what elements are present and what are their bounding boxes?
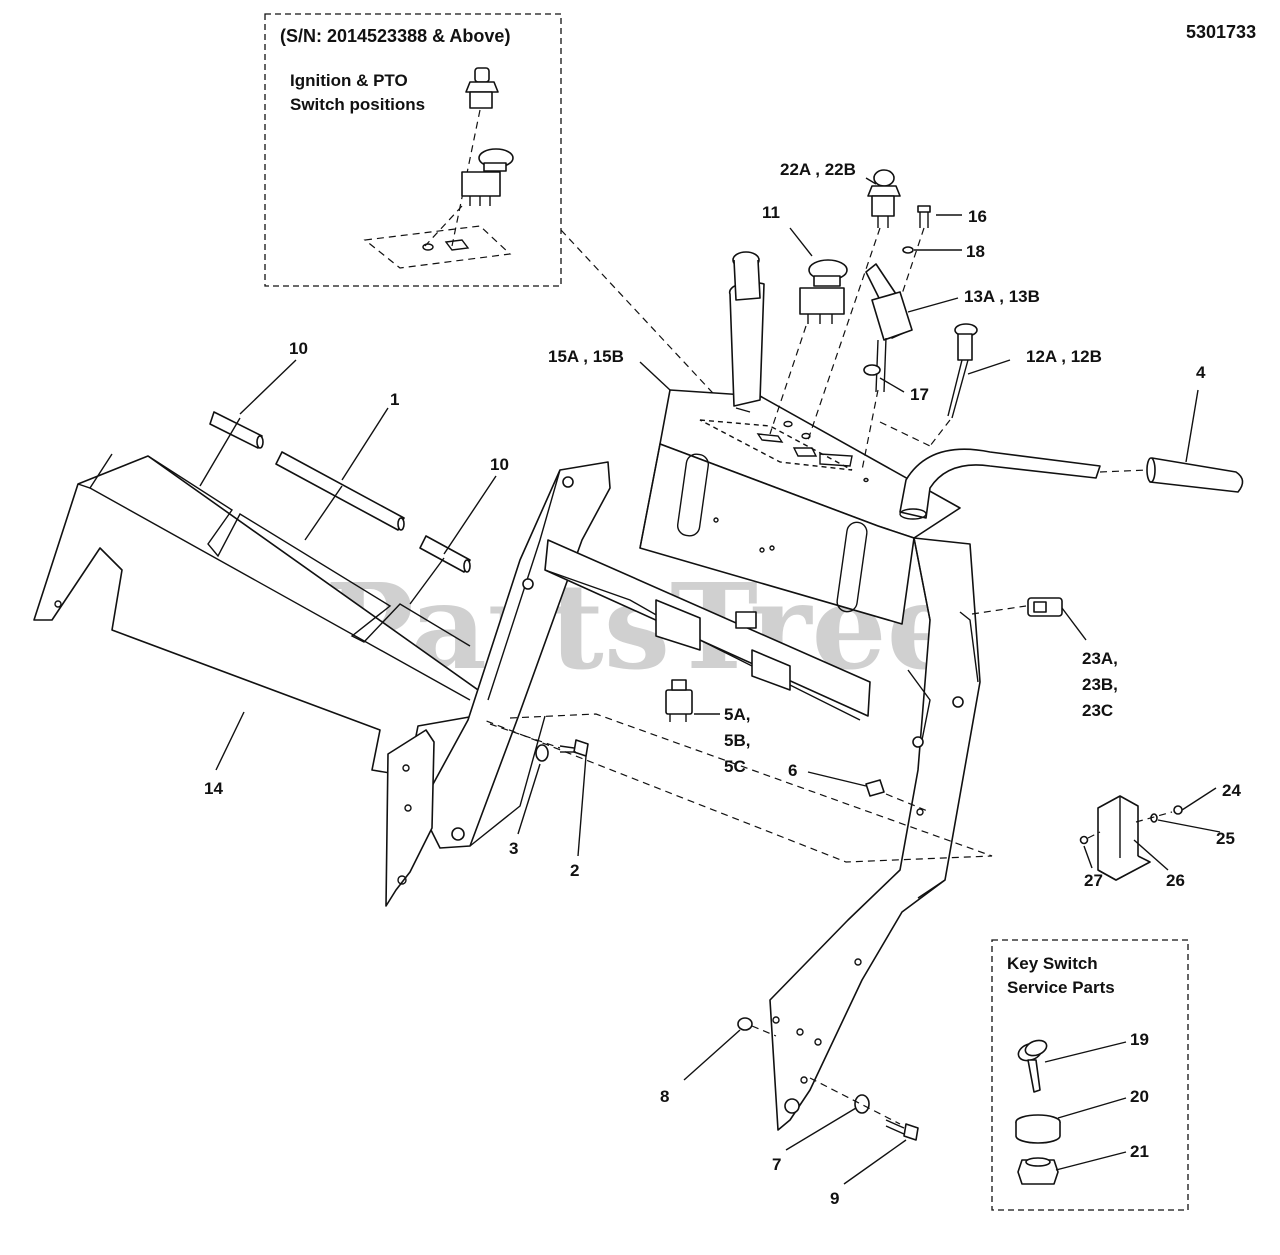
grip-4 xyxy=(1146,457,1244,493)
inset-title-line1: Ignition & PTO xyxy=(290,71,408,90)
callout-27: 27 xyxy=(1084,871,1103,890)
bolt-16 xyxy=(917,205,931,228)
screw-24 xyxy=(1173,805,1183,815)
callout-16: 16 xyxy=(968,207,987,226)
callout-10-left: 10 xyxy=(289,339,308,358)
callout-14: 14 xyxy=(204,779,223,798)
throttle-lever-13 xyxy=(865,263,913,393)
switch-leader xyxy=(483,713,993,863)
callout-20: 20 xyxy=(1130,1087,1149,1106)
inset-ignition-pto: (S/N: 2014523388 & Above) Ignition & PTO… xyxy=(264,13,562,287)
switch-23 xyxy=(1027,597,1063,617)
callout-5c: 5C xyxy=(724,757,746,776)
console-frame xyxy=(385,389,981,1131)
inset-key-switch-service: Key Switch Service Parts 19 20 21 xyxy=(991,939,1189,1211)
clip-6 xyxy=(865,779,885,797)
callout-2: 2 xyxy=(570,861,579,880)
callout-23b: 23B, xyxy=(1082,675,1118,694)
washer-7 xyxy=(854,1094,870,1114)
callout-21: 21 xyxy=(1130,1142,1149,1161)
callout-26: 26 xyxy=(1166,871,1185,890)
bolt-2 xyxy=(559,739,589,757)
inset-bottom-line2: Service Parts xyxy=(1007,978,1115,997)
inset-leader xyxy=(560,229,739,421)
nut-17 xyxy=(863,364,881,376)
key-switch-22 xyxy=(867,169,901,228)
callout-6: 6 xyxy=(788,761,797,780)
callout-15: 15A , 15B xyxy=(548,347,624,366)
bolt-9 xyxy=(885,1119,919,1141)
spacer-tube-10-right xyxy=(419,535,471,573)
callout-24: 24 xyxy=(1222,781,1241,800)
rod-1 xyxy=(275,451,405,531)
callout-12: 12A , 12B xyxy=(1026,347,1102,366)
callout-23a: 23A, xyxy=(1082,649,1118,668)
nut-27 xyxy=(1079,835,1089,845)
callout-19: 19 xyxy=(1130,1030,1149,1049)
key-nut-icon xyxy=(1017,1157,1059,1185)
callout-17: 17 xyxy=(910,385,929,404)
callout-18: 18 xyxy=(966,242,985,261)
inset-key-switch-icon xyxy=(451,67,499,247)
callout-22: 22A , 22B xyxy=(780,160,856,179)
key-tumbler-icon xyxy=(1015,1114,1061,1144)
inset-bottom-line1: Key Switch xyxy=(1007,954,1098,973)
spacer-tube-10-left xyxy=(209,411,264,449)
callout-10-right: 10 xyxy=(490,455,509,474)
doc-number: 5301733 xyxy=(1186,22,1256,42)
washer-3 xyxy=(535,744,549,762)
key-icon xyxy=(1017,1039,1048,1093)
callout-7: 7 xyxy=(772,1155,781,1174)
pto-switch-11 xyxy=(799,259,848,324)
callout-23c: 23C xyxy=(1082,701,1113,720)
callout-25: 25 xyxy=(1216,829,1235,848)
callout-11: 11 xyxy=(762,203,780,222)
callout-13: 13A , 13B xyxy=(964,287,1040,306)
inset-pto-switch-icon xyxy=(424,148,514,247)
callout-5b: 5B, xyxy=(724,731,750,750)
callout-3: 3 xyxy=(509,839,518,858)
choke-cable-12 xyxy=(947,323,978,419)
callout-4: 4 xyxy=(1196,363,1206,382)
bracket-26 xyxy=(1097,795,1151,881)
callout-8: 8 xyxy=(660,1087,669,1106)
callout-9: 9 xyxy=(830,1189,839,1208)
lever-handle-left xyxy=(728,251,765,407)
callout-leaders xyxy=(199,177,1221,1185)
switch-5 xyxy=(665,679,693,722)
washer-18 xyxy=(902,246,914,254)
inset-serial: (S/N: 2014523388 & Above) xyxy=(280,26,510,46)
lever-handle-right xyxy=(899,448,1101,520)
callout-1: 1 xyxy=(390,390,399,409)
inset-title-line2: Switch positions xyxy=(290,95,425,114)
nut-8 xyxy=(737,1017,753,1031)
callout-5a: 5A, xyxy=(724,705,750,724)
